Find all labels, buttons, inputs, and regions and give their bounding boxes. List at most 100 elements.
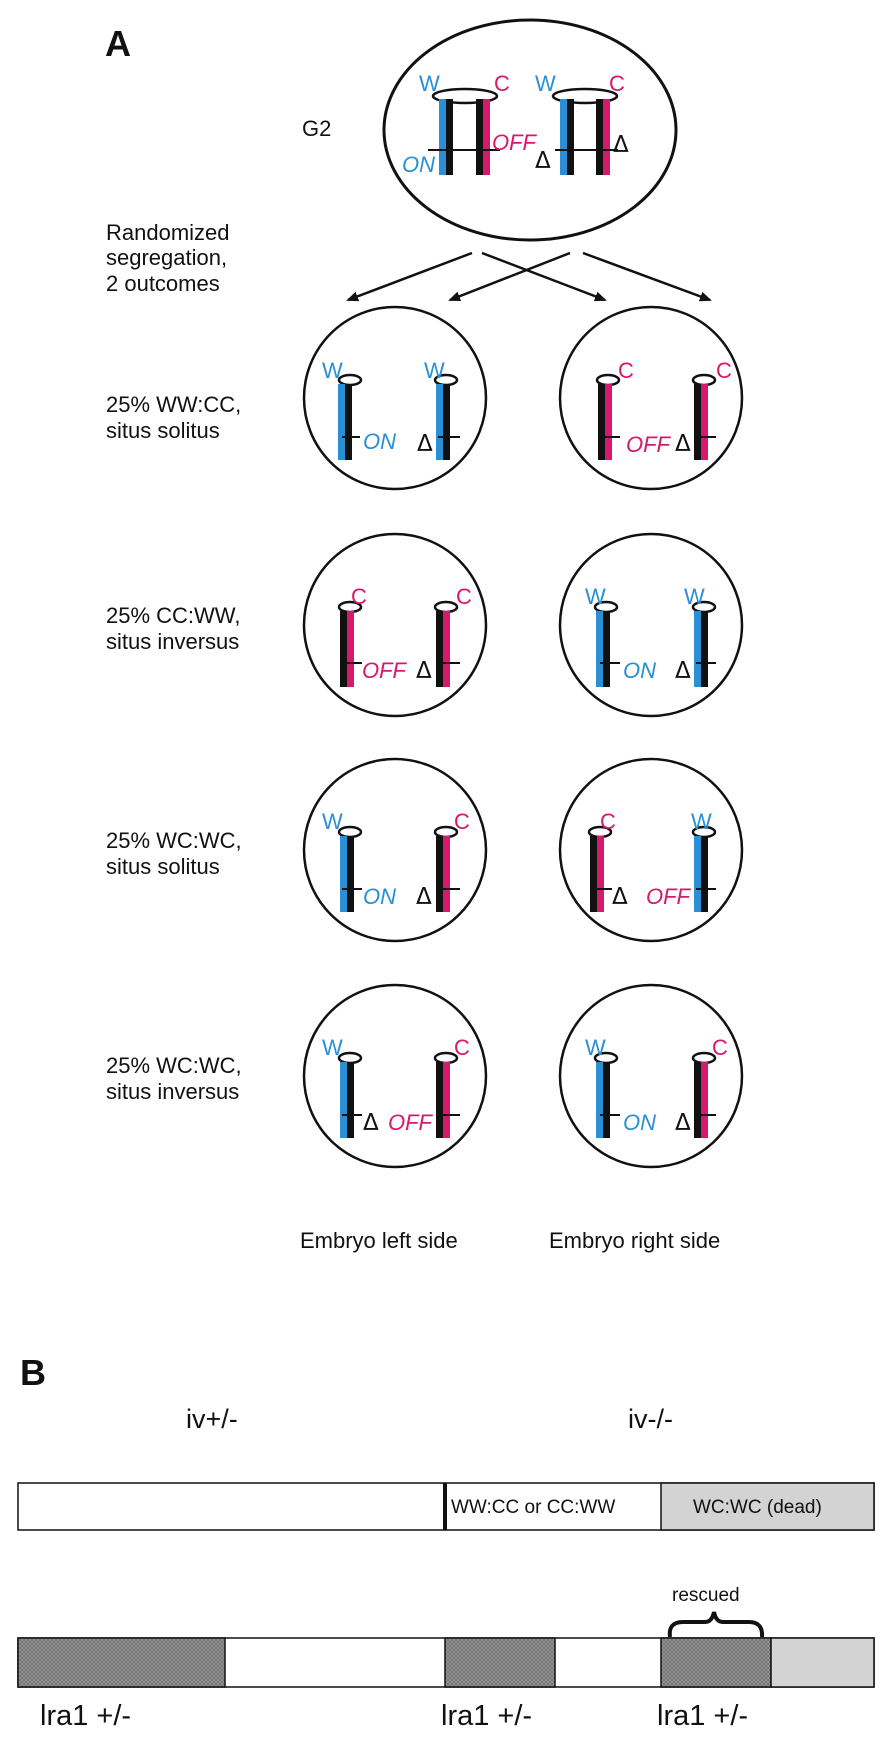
svg-text:Δ: Δ (363, 1110, 379, 1136)
g2-chromosome-pair-right: W C Δ Δ (535, 71, 629, 175)
svg-text:Δ: Δ (675, 431, 691, 457)
svg-text:OFF: OFF (626, 432, 672, 457)
chromosome: W Δ (322, 1035, 379, 1138)
svg-text:Δ: Δ (416, 884, 432, 910)
lra1-segment-1 (17, 1637, 226, 1688)
svg-text:ON: ON (623, 1110, 656, 1135)
svg-text:W: W (322, 1035, 343, 1060)
svg-text:C: C (712, 1035, 728, 1060)
chromosome: C Δ (416, 584, 472, 687)
svg-text:OFF: OFF (646, 884, 692, 909)
genotype-left-label: iv+/- (186, 1404, 238, 1434)
lra1-segment-2 (444, 1637, 556, 1688)
svg-text:Δ: Δ (675, 1110, 691, 1136)
arrow-to-right-2 (582, 251, 712, 302)
chromosome: W OFF (646, 809, 717, 912)
lra1-segment-3 (660, 1637, 772, 1688)
chromosome: W Δ (417, 358, 460, 460)
svg-text:W: W (684, 584, 705, 609)
rescued-label: rescued (672, 1585, 740, 1606)
right-cell (558, 757, 744, 943)
g2-label: G2 (302, 116, 331, 141)
right-cell (558, 983, 744, 1169)
chromosome: C OFF (388, 1035, 470, 1138)
svg-text:situs solitus: situs solitus (106, 854, 220, 879)
g2-cell: G2 W C ON OFF W C Δ Δ (302, 18, 678, 242)
genotype-right-label: iv-/- (628, 1404, 673, 1434)
g2-on-label: ON (402, 152, 435, 177)
left-cell (302, 305, 488, 491)
svg-text:W: W (585, 584, 606, 609)
dead-segment (770, 1637, 875, 1688)
g2-chromosome-pair-left: W C ON OFF (402, 71, 538, 177)
g2-delta-left: Δ (535, 148, 551, 174)
embryo-left-side-label: Embryo left side (300, 1228, 458, 1253)
chromosome: C Δ (416, 809, 470, 912)
svg-text:C: C (600, 809, 616, 834)
svg-text:situs solitus: situs solitus (106, 418, 220, 443)
lra1-bar (17, 1637, 875, 1688)
bar-dead-label: WC:WC (dead) (693, 1497, 822, 1518)
svg-text:C: C (716, 358, 732, 383)
lra1-label-1: lra1 +/- (40, 1700, 131, 1732)
svg-text:situs inversus: situs inversus (106, 629, 239, 654)
svg-text:Δ: Δ (612, 884, 628, 910)
svg-text:Δ: Δ (416, 658, 432, 684)
chromosome: W ON (585, 1035, 656, 1138)
chromosome: C OFF (337, 584, 408, 687)
chromosome: W ON (322, 809, 396, 912)
lra1-label-2: lra1 +/- (441, 1700, 532, 1732)
left-cell (302, 532, 488, 718)
segregation-arrows (346, 251, 712, 302)
iv-genotype-bar: WW:CC or CC:WW WC:WC (dead) (17, 1482, 875, 1531)
svg-text:25% WC:WC,: 25% WC:WC, (106, 1053, 242, 1078)
svg-text:ON: ON (623, 658, 656, 683)
left-cell (302, 757, 488, 943)
g2-c-label-right: C (609, 71, 625, 96)
svg-text:W: W (424, 358, 445, 383)
g2-delta-right: Δ (613, 132, 629, 158)
svg-text:C: C (618, 358, 634, 383)
panel-a-letter: A (105, 23, 131, 64)
g2-w-label-left: W (419, 71, 440, 96)
outcome-row-4: 25% WC:WC, situs inversus W Δ C OFF W ON (106, 983, 744, 1169)
svg-text:W: W (322, 809, 343, 834)
outcome-row-2: 25% CC:WW, situs inversus C OFF C Δ W ON (106, 532, 744, 718)
svg-text:25% WW:CC,: 25% WW:CC, (106, 392, 241, 417)
g2-cell-membrane (382, 18, 678, 242)
svg-text:ON: ON (363, 884, 396, 909)
svg-text:25% WC:WC,: 25% WC:WC, (106, 828, 242, 853)
chromosome: C OFF (595, 358, 672, 460)
outcome-row-1: 25% WW:CC, situs solitus W ON W Δ C OFF (106, 305, 744, 491)
arrow-to-right-1 (481, 251, 607, 302)
chromosome: C Δ (675, 1035, 728, 1138)
chromosome: W ON (322, 358, 396, 460)
left-cell (302, 983, 488, 1169)
chromosome: C Δ (587, 809, 628, 912)
g2-strand-w (439, 99, 446, 175)
svg-text:Δ: Δ (417, 431, 433, 457)
right-cell (558, 532, 744, 718)
segregation-label: Randomized segregation, 2 outcomes (106, 220, 230, 296)
g2-w-label-right: W (535, 71, 556, 96)
embryo-right-side-label: Embryo right side (549, 1228, 720, 1253)
svg-text:OFF: OFF (362, 658, 408, 683)
svg-text:W: W (691, 809, 712, 834)
svg-text:2 outcomes: 2 outcomes (106, 271, 220, 296)
panel-b-letter: B (20, 1352, 46, 1393)
svg-text:situs inversus: situs inversus (106, 1079, 239, 1104)
chromosome: W ON (585, 584, 656, 687)
svg-text:25% CC:WW,: 25% CC:WW, (106, 603, 240, 628)
chromosome: C Δ (675, 358, 732, 460)
svg-text:C: C (454, 809, 470, 834)
svg-text:W: W (322, 358, 343, 383)
bar-wwcc-label: WW:CC or CC:WW (451, 1497, 615, 1518)
svg-text:Randomized: Randomized (106, 220, 230, 245)
right-cell (558, 305, 744, 491)
outcome-row-3: 25% WC:WC, situs solitus W ON C Δ C Δ (106, 757, 744, 943)
g2-strand-c (483, 99, 490, 175)
g2-off-label: OFF (492, 130, 538, 155)
svg-text:C: C (454, 1035, 470, 1060)
svg-text:C: C (351, 584, 367, 609)
